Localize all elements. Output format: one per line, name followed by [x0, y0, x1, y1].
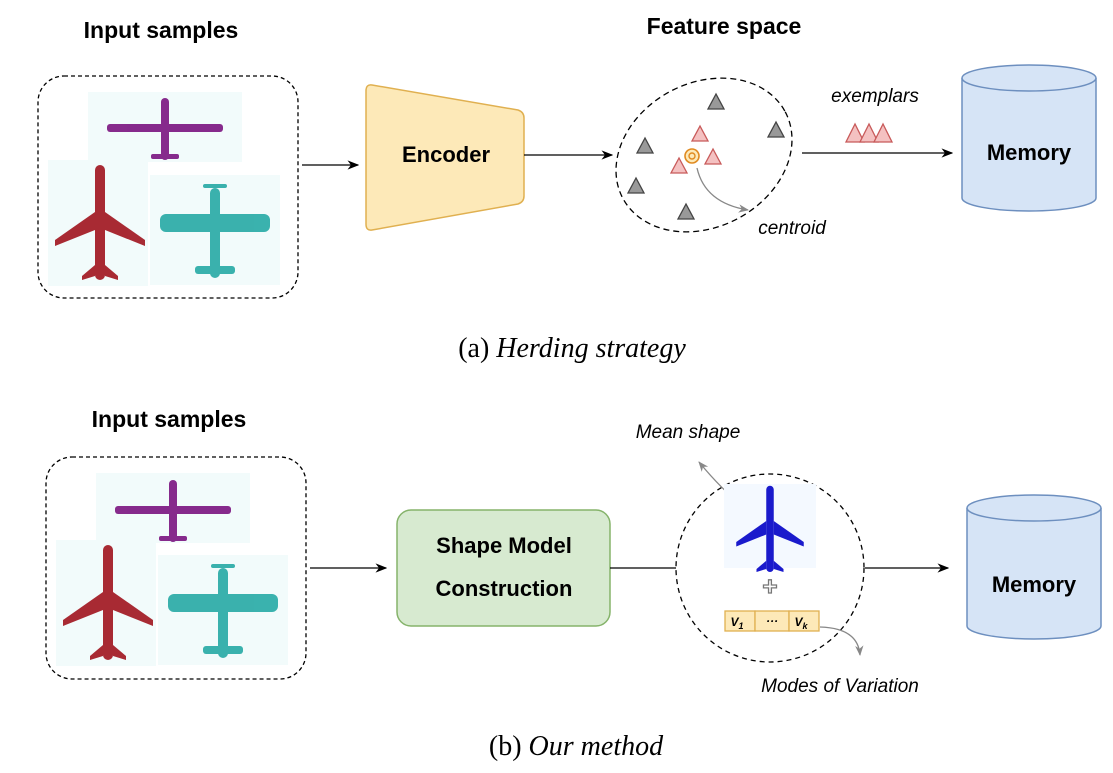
panel-a-input-title: Input samples: [84, 17, 239, 43]
centroid-marker: [684, 148, 700, 164]
exemplars-icon: [844, 122, 894, 143]
shape-model-construction-block: [396, 509, 611, 627]
mode-vk: Vk: [794, 615, 808, 631]
selected-exemplar-points: [669, 124, 723, 174]
shape-model-label-line1: Shape Model: [436, 533, 572, 558]
shape-model-circle: [675, 473, 865, 663]
feature-point: [676, 202, 696, 220]
memory-cylinder-b: [966, 494, 1102, 640]
plus-sign: +: [762, 571, 777, 601]
mode-ellipsis: ···: [766, 614, 778, 628]
memory-label-b: Memory: [992, 572, 1077, 597]
exemplar-point: [690, 124, 710, 142]
shape-model-label-line2: Construction: [436, 576, 573, 601]
panel-a-input-box: [37, 75, 299, 299]
feature-point: [635, 136, 655, 154]
feature-point: [626, 176, 646, 194]
feature-space-title: Feature space: [647, 13, 802, 39]
panel-b-input-title: Input samples: [92, 406, 247, 432]
caption-a: (a) Herding strategy: [458, 333, 686, 364]
feature-point: [766, 120, 786, 138]
centroid-pointer-arrow: [696, 167, 750, 213]
feature-point: [706, 92, 726, 110]
modes-of-variation-vector: V1 ··· Vk: [724, 610, 820, 632]
exemplar-point: [669, 156, 689, 174]
modes-pointer-arrow: [819, 626, 864, 657]
mode-v1: V1: [730, 615, 743, 631]
exemplars-label: exemplars: [831, 86, 919, 107]
feature-space-ellipse: [615, 77, 793, 233]
caption-b: (b) Our method: [489, 731, 664, 762]
memory-label-a: Memory: [987, 140, 1072, 165]
exemplar-point: [703, 147, 723, 165]
encoder-label: Encoder: [402, 142, 490, 167]
panel-b-input-box: [45, 456, 307, 680]
mean-shape-label: Mean shape: [636, 422, 741, 443]
encoder-block: [365, 84, 525, 231]
modes-of-variation-label: Modes of Variation: [761, 676, 919, 697]
feature-points: [626, 92, 786, 220]
memory-cylinder-a: [961, 64, 1097, 212]
centroid-label: centroid: [758, 218, 827, 239]
